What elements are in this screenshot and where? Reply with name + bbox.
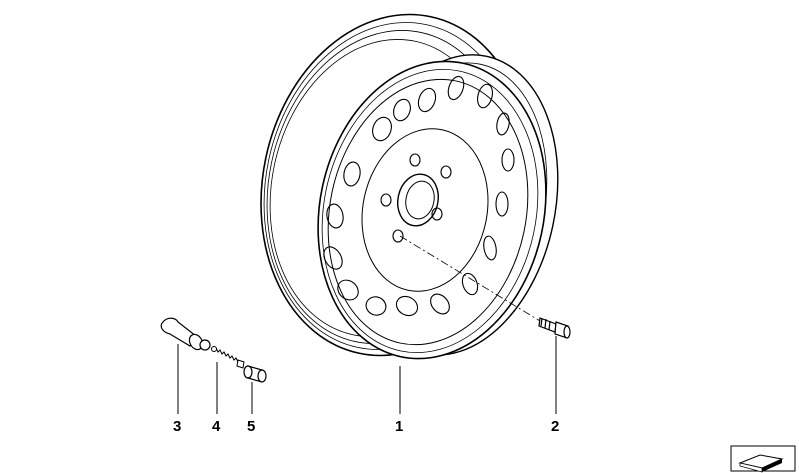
lug-holes <box>380 153 452 243</box>
callout-5: 5 <box>247 418 256 435</box>
callout-3: 3 <box>173 418 182 435</box>
vent-holes <box>323 75 515 317</box>
callout-4: 4 <box>212 418 221 435</box>
callout-2: 2 <box>551 418 560 435</box>
valve-stem <box>160 317 211 351</box>
valve-core <box>211 346 245 369</box>
wheel-bolt <box>538 317 571 339</box>
valve-cap <box>243 365 267 383</box>
callout-1: 1 <box>395 418 404 435</box>
parts-catalog-logo-icon <box>730 445 796 473</box>
wheel-disc <box>323 75 515 317</box>
callout-leaders <box>177 336 557 414</box>
rim-barrel <box>317 54 559 360</box>
